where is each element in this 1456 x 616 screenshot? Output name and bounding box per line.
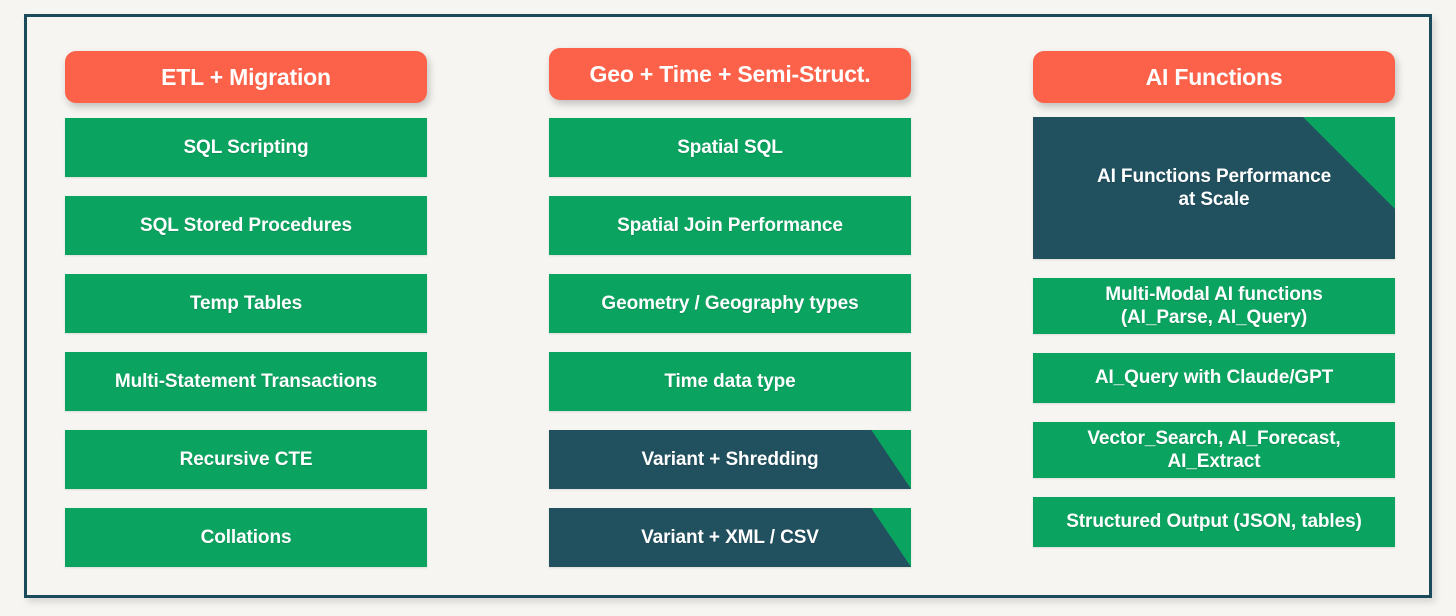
feature-item-label: Spatial Join Performance	[617, 214, 843, 236]
feature-item-label: SQL Scripting	[183, 136, 309, 158]
feature-list-etl-migration: SQL Scripting SQL Stored Procedures Temp…	[65, 118, 427, 586]
feature-item-label: Variant + Shredding	[641, 448, 819, 470]
feature-item-label: Structured Output (JSON, tables)	[1066, 511, 1362, 533]
feature-item-highlighted[interactable]: Variant + XML / CSV	[549, 508, 911, 567]
column-group: ETL + Migration SQL Scripting SQL Stored…	[27, 17, 1429, 595]
feature-item-label: Multi-Modal AI functions (AI_Parse, AI_Q…	[1105, 283, 1323, 328]
feature-item[interactable]: Recursive CTE	[65, 430, 427, 489]
feature-item-label: Collations	[200, 526, 292, 548]
feature-item-label: Geometry / Geography types	[601, 292, 859, 314]
feature-item[interactable]: Multi-Statement Transactions	[65, 352, 427, 411]
feature-item[interactable]: SQL Stored Procedures	[65, 196, 427, 255]
feature-item[interactable]: Spatial SQL	[549, 118, 911, 177]
feature-item[interactable]: Spatial Join Performance	[549, 196, 911, 255]
feature-item[interactable]: Temp Tables	[65, 274, 427, 333]
corner-wedge-icon	[871, 430, 911, 489]
feature-item-label: Multi-Statement Transactions	[114, 370, 378, 392]
corner-wedge-icon	[871, 508, 911, 567]
feature-item[interactable]: Time data type	[549, 352, 911, 411]
feature-item-label: AI_Query with Claude/GPT	[1094, 367, 1334, 389]
content-frame: ETL + Migration SQL Scripting SQL Stored…	[24, 14, 1432, 598]
feature-item[interactable]: SQL Scripting	[65, 118, 427, 177]
column-header-ai-functions[interactable]: AI Functions	[1033, 51, 1395, 103]
feature-item[interactable]: Vector_Search, AI_Forecast, AI_Extract	[1033, 422, 1395, 478]
feature-item[interactable]: Structured Output (JSON, tables)	[1033, 497, 1395, 547]
feature-item[interactable]: Geometry / Geography types	[549, 274, 911, 333]
column-header-geo-time-semi-struct[interactable]: Geo + Time + Semi-Struct.	[549, 48, 911, 100]
feature-item-label: SQL Stored Procedures	[140, 214, 352, 236]
feature-item-label: Vector_Search, AI_Forecast, AI_Extract	[1087, 427, 1341, 472]
feature-list-ai-functions: AI Functions Performance at Scale Multi-…	[1033, 117, 1395, 566]
feature-item-label: AI Functions Performance at Scale	[1096, 165, 1332, 210]
column-header-etl-migration[interactable]: ETL + Migration	[65, 51, 427, 103]
feature-item-label: Time data type	[664, 370, 796, 392]
feature-item-label: Spatial SQL	[677, 136, 783, 158]
feature-item-highlighted[interactable]: Variant + Shredding	[549, 430, 911, 489]
feature-item-label: Variant + XML / CSV	[641, 526, 819, 548]
feature-item[interactable]: Multi-Modal AI functions (AI_Parse, AI_Q…	[1033, 278, 1395, 334]
feature-item-highlighted[interactable]: AI Functions Performance at Scale	[1033, 117, 1395, 259]
feature-item[interactable]: Collations	[65, 508, 427, 567]
feature-item-label: Recursive CTE	[179, 448, 313, 470]
feature-item-label: Temp Tables	[189, 292, 303, 314]
feature-list-geo-time-semi-struct: Spatial SQL Spatial Join Performance Geo…	[549, 118, 911, 586]
feature-item[interactable]: AI_Query with Claude/GPT	[1033, 353, 1395, 403]
